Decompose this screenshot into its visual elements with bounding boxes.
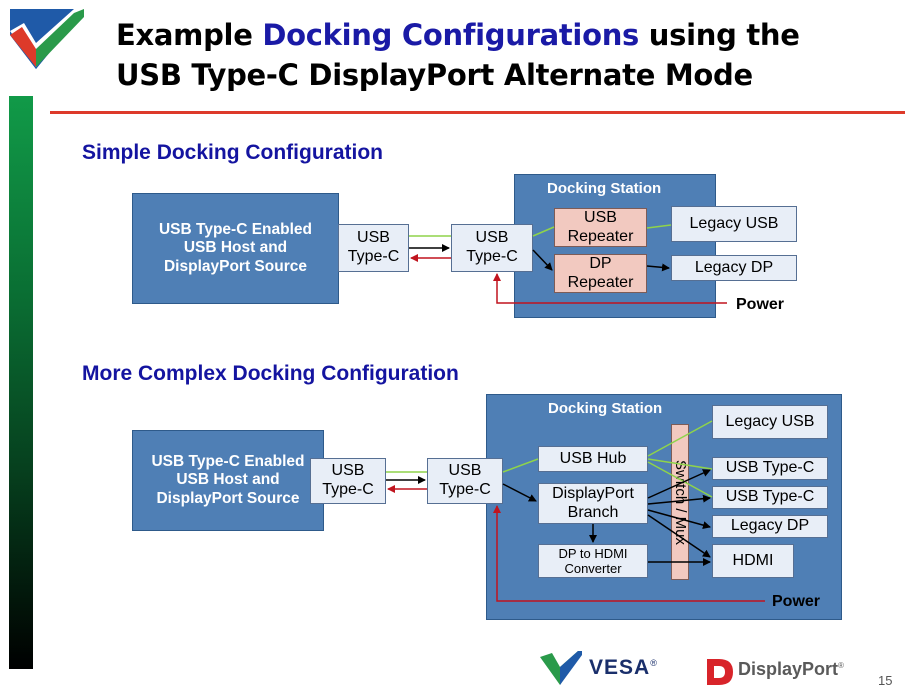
simple-legacy-dp: Legacy DP xyxy=(671,255,797,281)
complex-station-label: Docking Station xyxy=(548,400,663,417)
displayport-logo-text: DisplayPort® xyxy=(738,659,844,680)
title-divider xyxy=(50,111,905,114)
complex-legacy-dp: Legacy DP xyxy=(712,515,828,538)
title-suffix: using the xyxy=(639,18,800,52)
simple-legacy-usb: Legacy USB xyxy=(671,206,797,242)
vesa-logo-text: VESA® xyxy=(589,656,658,680)
complex-config-heading: More Complex Docking Configuration xyxy=(82,362,459,385)
title-highlight: Docking Configurations xyxy=(262,18,640,52)
complex-dp-to-hdmi: DP to HDMI Converter xyxy=(538,544,648,578)
displayport-mark: ® xyxy=(838,661,844,670)
simple-power-label: Power xyxy=(736,296,785,313)
complex-usb-hub: USB Hub xyxy=(538,446,648,472)
vesa-label: VESA xyxy=(589,656,651,679)
page-number: 15 xyxy=(878,673,893,688)
sidebar-gradient-bar xyxy=(9,96,33,669)
complex-hdmi: HDMI xyxy=(712,544,794,578)
simple-station-label: Docking Station xyxy=(547,180,662,197)
simple-config-heading: Simple Docking Configuration xyxy=(82,141,384,164)
vesa-logo-icon xyxy=(540,651,582,685)
simple-station-port: USB Type-C xyxy=(451,224,533,272)
complex-power-label: Power xyxy=(772,593,821,610)
complex-host-box: USB Type-C Enabled USB Host and DisplayP… xyxy=(132,430,324,531)
complex-host-port: USB Type-C xyxy=(310,458,386,504)
slide-title-line2: USB Type-C DisplayPort Alternate Mode xyxy=(116,58,753,92)
complex-station-port: USB Type-C xyxy=(427,458,503,504)
simple-host-port: USB Type-C xyxy=(338,224,409,272)
complex-dp-branch: DisplayPort Branch xyxy=(538,483,648,524)
complex-usb-type-c-2: USB Type-C xyxy=(712,486,828,509)
title-prefix: Example xyxy=(116,18,263,52)
slide-title-line1: Example Docking Configurations using the xyxy=(116,18,800,52)
simple-usb-repeater: USB Repeater xyxy=(554,208,647,247)
vesa-mark: ® xyxy=(650,658,658,668)
simple-host-box: USB Type-C Enabled USB Host and DisplayP… xyxy=(132,193,339,304)
complex-legacy-usb: Legacy USB xyxy=(712,405,828,439)
complex-wires xyxy=(386,420,765,602)
displayport-logo-icon xyxy=(707,659,733,685)
simple-wires xyxy=(409,224,727,304)
displayport-label: DisplayPort xyxy=(738,659,839,679)
simple-dp-repeater: DP Repeater xyxy=(554,254,647,293)
vesa-corner-logo xyxy=(10,9,84,69)
complex-usb-type-c-1: USB Type-C xyxy=(712,457,828,480)
